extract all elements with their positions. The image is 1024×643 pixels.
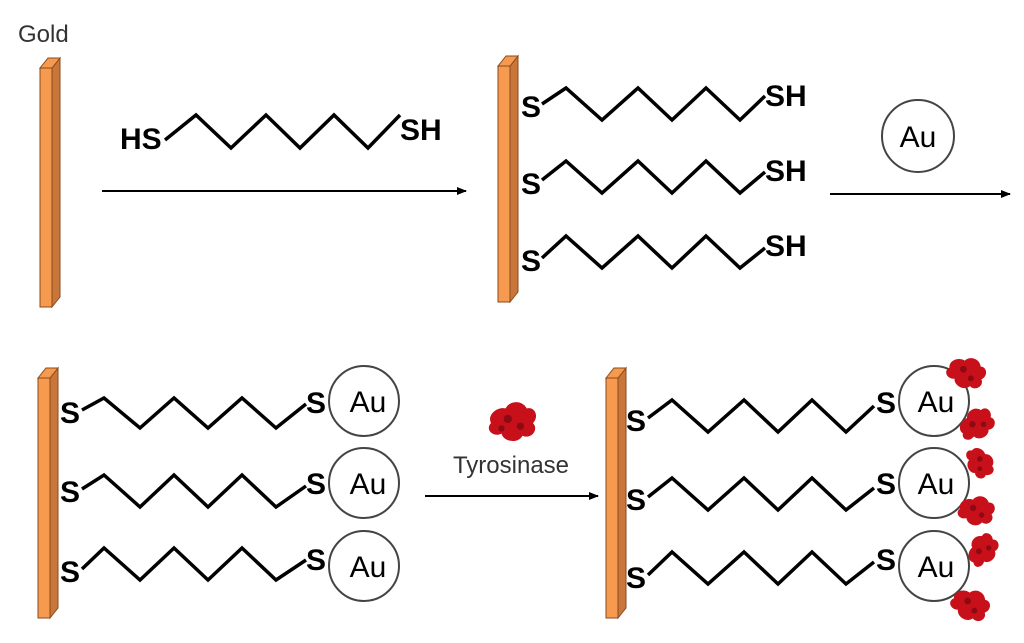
- tyrosinase-enzyme-icon: [968, 533, 999, 567]
- au-nanoparticle: [898, 447, 970, 519]
- hs-label: HS: [120, 123, 162, 156]
- step-1-bare-gold: Gold: [18, 21, 69, 309]
- au-label: Au: [900, 121, 937, 154]
- s-label: S: [60, 397, 80, 430]
- tyrosinase-enzyme-icon: [950, 590, 991, 621]
- au-nanoparticle: [898, 530, 970, 602]
- alkyl-chain: [540, 158, 767, 196]
- step-2-dithiol-sam: S SH S SH S SH: [496, 54, 807, 304]
- alkyl-chain: [81, 395, 308, 431]
- au-label: Au: [918, 468, 955, 501]
- alkyl-chain: [646, 475, 876, 513]
- sam-row-2: S SH: [521, 155, 807, 201]
- gold-electrode-face: [497, 65, 511, 303]
- s-label: S: [521, 245, 541, 278]
- alkyl-chain: [163, 112, 402, 151]
- au-label: Au: [350, 551, 387, 584]
- au-nanoparticle: [881, 99, 955, 173]
- s-label: S: [626, 484, 646, 517]
- au-reagent: Au: [881, 99, 955, 173]
- au-label: Au: [918, 386, 955, 419]
- aunp-row-3: S S Au: [60, 530, 400, 602]
- s-label: S: [876, 468, 896, 501]
- enzyme-row-3: S S Au: [626, 530, 970, 602]
- gold-label: Gold: [18, 21, 69, 48]
- aunp-row-1: S S Au: [60, 365, 400, 437]
- gold-electrode-face: [605, 377, 619, 619]
- sam-row-3: S SH: [521, 230, 807, 278]
- gold-electrode-top: [36, 367, 60, 379]
- au-label: Au: [350, 468, 387, 501]
- gold-electrode-face: [39, 67, 53, 308]
- au-label: Au: [918, 551, 955, 584]
- s-label: S: [521, 91, 541, 124]
- gold-electrode-face: [37, 377, 51, 619]
- gold-electrode-side: [51, 56, 61, 309]
- s-label: S: [626, 405, 646, 438]
- alkyl-chain: [81, 472, 308, 510]
- tyrosinase-label: Tyrosinase: [453, 452, 569, 479]
- au-nanoparticle: [328, 530, 400, 602]
- gold-electrode-top: [496, 55, 520, 67]
- sh-label: SH: [765, 230, 807, 263]
- sh-label: SH: [765, 80, 807, 113]
- gold-electrode: [38, 56, 62, 309]
- alkyl-chain: [540, 233, 767, 271]
- au-nanoparticle: [328, 447, 400, 519]
- s-label: S: [306, 387, 326, 420]
- s-label: S: [626, 562, 646, 595]
- tyrosinase-enzyme-icon: [946, 358, 987, 389]
- gold-electrode-side: [617, 366, 627, 620]
- tyrosinase-enzyme-icon: [488, 402, 537, 442]
- gold-electrode: [36, 366, 60, 620]
- tyrosinase-enzyme-icon: [966, 447, 994, 479]
- s-label: S: [306, 544, 326, 577]
- au-label: Au: [350, 386, 387, 419]
- alkyl-chain: [80, 545, 307, 583]
- gold-electrode: [496, 54, 520, 304]
- gold-electrode-side: [49, 366, 59, 620]
- sam-row-1: S SH: [521, 80, 807, 124]
- enzyme-row-2: S S Au: [626, 447, 970, 519]
- au-nanoparticle: [328, 365, 400, 437]
- s-label: S: [876, 544, 896, 577]
- gold-electrode-side: [509, 54, 519, 304]
- s-label: S: [60, 556, 80, 589]
- enzyme-row-1: S S Au: [626, 365, 970, 438]
- gold-electrode: [604, 366, 628, 620]
- dithiol-molecule: HS SH: [120, 112, 442, 156]
- s-label: S: [60, 476, 80, 509]
- gold-electrode-top: [38, 57, 62, 69]
- au-nanoparticle: [898, 365, 970, 437]
- step-3-aunp-sam: S S Au S S Au S S Au: [36, 365, 400, 620]
- tyrosinase-reagent: Tyrosinase: [453, 402, 569, 479]
- sh-label: SH: [765, 155, 807, 188]
- tyrosinase-enzyme-icon: [957, 496, 995, 526]
- s-label: S: [876, 387, 896, 420]
- step-4-enzyme-aunp-sam: S S Au S S Au S S Au: [604, 358, 999, 621]
- alkyl-chain: [646, 397, 876, 435]
- aunp-row-2: S S Au: [60, 447, 400, 519]
- tyrosinase-enzyme-icon: [959, 408, 995, 440]
- s-label: S: [306, 468, 326, 501]
- alkyl-chain: [646, 549, 876, 587]
- alkyl-chain: [541, 85, 767, 123]
- gold-electrode-top: [604, 367, 628, 379]
- sh-label: SH: [400, 114, 442, 147]
- s-label: S: [521, 168, 541, 201]
